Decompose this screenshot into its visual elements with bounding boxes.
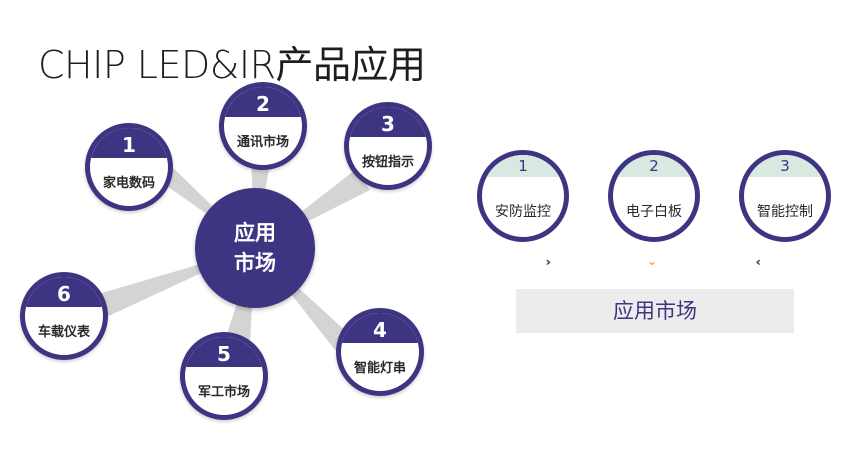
spoke-node-1: 1 家电数码 (85, 123, 173, 211)
spoke-label: 通讯市场 (236, 135, 289, 150)
app-node-2: 2 电子白板 (608, 150, 700, 242)
spoke-number: 5 (185, 337, 263, 367)
spoke-number: 4 (341, 313, 419, 343)
spoke-number: 6 (25, 277, 103, 307)
app-node-3: 3 智能控制 (739, 150, 831, 242)
spoke-node-5: 5 军工市场 (180, 332, 268, 420)
app-number: 1 (482, 155, 564, 177)
app-number: 2 (613, 155, 695, 177)
spoke-number: 1 (90, 128, 168, 158)
spoke-node-3: 3 按钮指示 (344, 102, 432, 190)
spoke-node-2: 2 通讯市场 (219, 82, 307, 170)
spoke-node-4: 4 智能灯串 (336, 308, 424, 396)
spoke-node-6: 6 车载仪表 (20, 272, 108, 360)
spoke-label: 车载仪表 (37, 325, 90, 340)
chevron-down-icon: ⌄ (647, 254, 658, 268)
spoke-number: 3 (349, 107, 427, 137)
spoke-label: 按钮指示 (361, 155, 414, 170)
app-label: 安防监控 (495, 204, 551, 220)
market-box: 应用市场 (516, 289, 794, 333)
hub-center-line2: 市场 (234, 251, 276, 275)
chevron-right-icon: ›› (545, 255, 551, 269)
hub-center-line1: 应用 (234, 221, 276, 245)
spoke-label: 军工市场 (197, 385, 250, 400)
chevron-left-icon: ‹‹ (755, 255, 761, 269)
spoke-number: 2 (224, 87, 302, 117)
page-title: CHIP LED&IR产品应用 (38, 43, 426, 87)
spoke-label: 智能灯串 (353, 361, 406, 376)
hub-center: 应用 市场 (195, 188, 315, 308)
app-label: 电子白板 (626, 204, 682, 220)
app-label: 智能控制 (757, 204, 813, 220)
app-number: 3 (744, 155, 826, 177)
spoke-label: 家电数码 (102, 176, 155, 191)
app-node-1: 1 安防监控 (477, 150, 569, 242)
